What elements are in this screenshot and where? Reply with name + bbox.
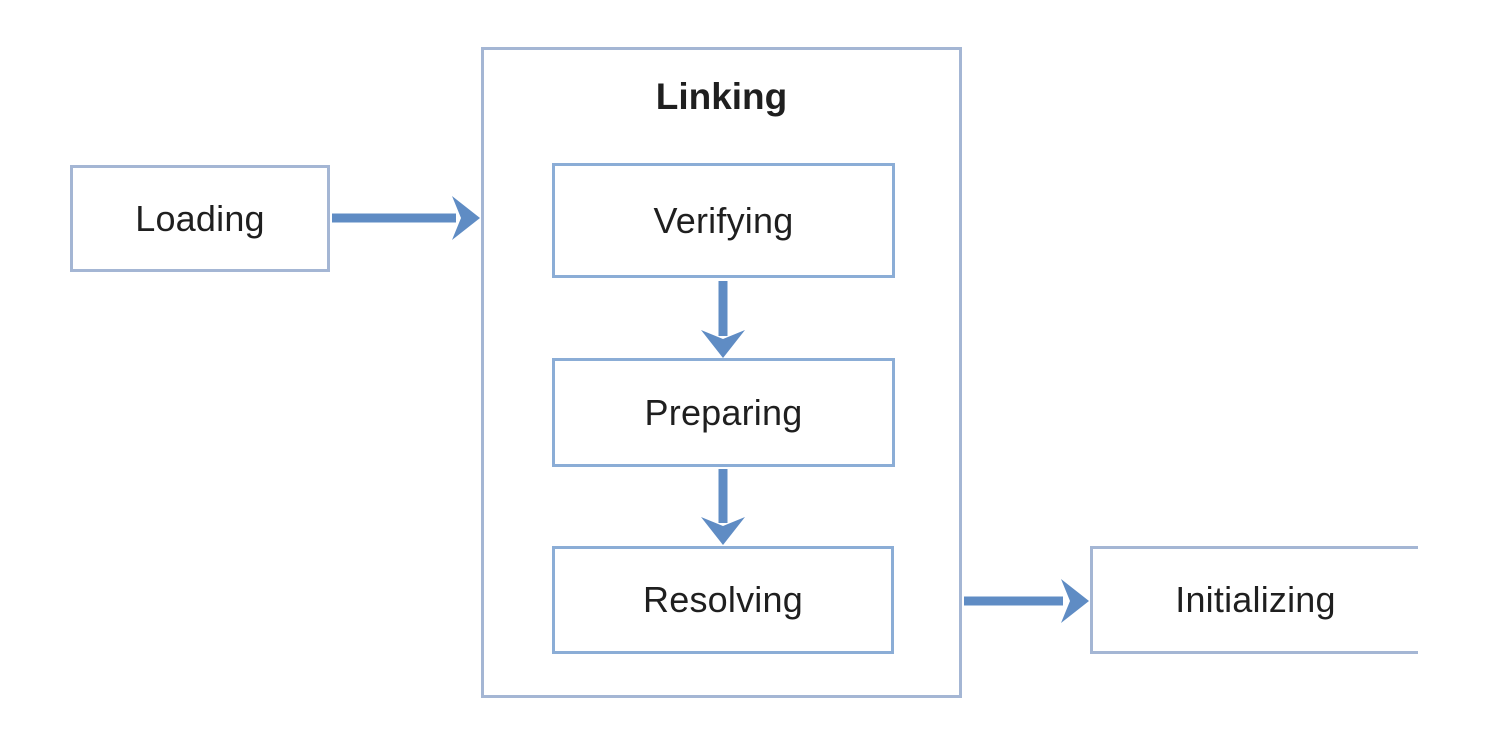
node-loading: Loading [70,165,330,272]
arrow-loading-to-linking-icon [332,196,480,240]
node-initializing: Initializing [1090,546,1418,654]
node-resolving: Resolving [552,546,894,654]
node-verifying-label: Verifying [653,199,794,241]
node-verifying: Verifying [552,163,895,278]
node-loading-label: Loading [135,197,265,239]
node-preparing-label: Preparing [644,391,803,433]
arrow-linking-to-initializing-icon [964,579,1089,623]
node-initializing-label: Initializing [1175,579,1336,620]
node-resolving-label: Resolving [643,579,803,620]
linking-group-title: Linking [655,76,788,117]
node-preparing: Preparing [552,358,895,467]
